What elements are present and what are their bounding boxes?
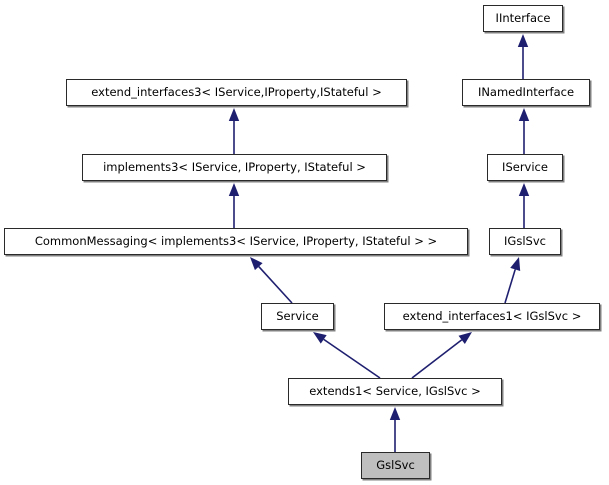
class-node-extend_interfaces3[interactable]: extend_interfaces3< IService,IProperty,I… [66,79,407,106]
class-node-extends1[interactable]: extends1< Service, IGslSvc > [288,378,502,405]
class-node-label: extend_interfaces3< IService,IProperty,I… [91,84,382,99]
inheritance-arrow [517,34,529,79]
class-node-commonmessaging[interactable]: CommonMessaging< implements3< IService, … [4,228,468,255]
class-node-label: INamedInterface [477,84,575,99]
class-node-iservice[interactable]: IService [487,154,563,181]
inheritance-arrow [504,257,521,304]
class-node-label: Service [276,308,319,323]
class-node-extend_interfaces1[interactable]: extend_interfaces1< IGslSvc > [384,303,600,330]
inheritance-arrow [313,332,381,379]
class-node-service[interactable]: Service [261,303,334,330]
class-node-label: GslSvc [376,457,415,472]
class-node-label: extend_interfaces1< IGslSvc > [402,308,582,323]
class-node-label: CommonMessaging< implements3< IService, … [34,233,438,248]
inheritance-arrow [518,108,530,154]
class-node-label: IInterface [495,10,551,25]
inheritance-arrow [228,183,240,228]
class-node-label: IGslSvc [504,233,546,248]
class-node-label: implements3< IService, IProperty, IState… [103,159,366,174]
inheritance-arrow [411,332,472,379]
class-node-label: extends1< Service, IGslSvc > [309,383,481,398]
class-node-gslsvc[interactable]: GslSvc [361,452,430,479]
inheritance-arrow [228,108,240,154]
class-node-implements3[interactable]: implements3< IService, IProperty, IState… [82,154,387,181]
inheritance-arrow [518,183,530,228]
inheritance-arrow [389,407,401,452]
inheritance-arrow [250,257,293,304]
class-node-label: IService [502,159,548,174]
class-node-iinterface[interactable]: IInterface [483,5,563,32]
class-node-inamedinterface[interactable]: INamedInterface [462,79,590,106]
class-node-igslsvc[interactable]: IGslSvc [489,228,561,255]
